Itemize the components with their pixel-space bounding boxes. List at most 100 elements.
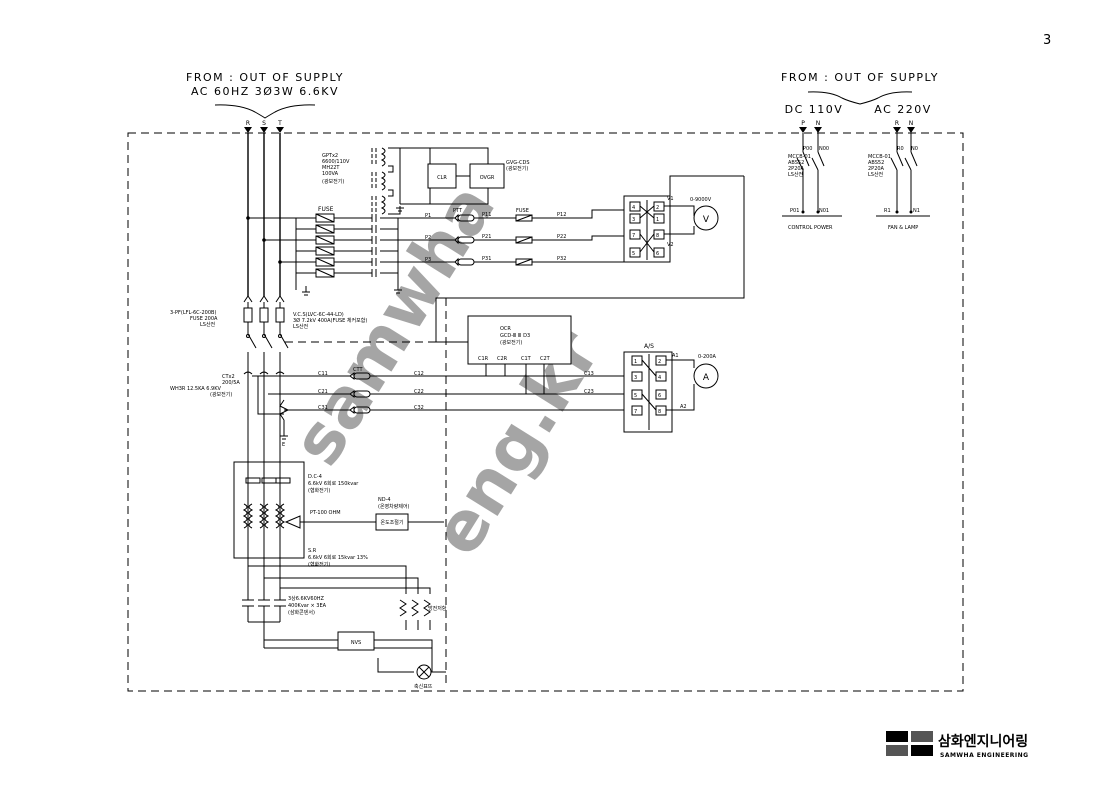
- vcs-line1: V.C.S(LVC-6C-44-LD): [293, 312, 344, 318]
- company-logo: 삼화엔지니어링 SAMWHA ENGINEERING: [886, 731, 1029, 759]
- vs-l4: 5: [632, 251, 635, 257]
- mccb-ac-line4: LS산전: [868, 171, 884, 178]
- gpt-line4: 100VA: [322, 171, 339, 177]
- sig-p2: P2: [425, 235, 431, 241]
- pf-vcs: 3-PF(LFL-6C-200B) FUSE 200A LS산전 V.C.S(L…: [170, 295, 468, 600]
- mccb-dc-n01: N01: [819, 208, 829, 214]
- mccb-dc-p01: P01: [790, 208, 799, 214]
- logo-english: SAMWHA ENGINEERING: [940, 752, 1029, 759]
- sig-p12: P12: [557, 212, 566, 218]
- gpt-line2: 6600/110V: [322, 159, 350, 165]
- ct-line1: CTx2: [222, 374, 235, 380]
- vs-r2: 1: [656, 217, 659, 223]
- ac-n-label: N: [909, 120, 914, 127]
- sr-line1: S.R: [308, 548, 317, 554]
- ocr-c1t: C1T: [521, 356, 532, 362]
- gpt-line5: (광보전기): [322, 178, 344, 185]
- sr-line2: 6.6kV 6회로 15kvar 13%: [308, 554, 368, 561]
- pt-circuits: FUSE P1 P: [248, 206, 631, 296]
- ammeter-switch: A/S 1 3 5 7 2 4 6 8 A 0-200A A1 A2: [623, 343, 719, 433]
- fuse2-label: FUSE: [516, 208, 529, 214]
- mccb-ac-n1: N1: [913, 208, 920, 214]
- cap-line3: (삼화콘덴서): [288, 609, 315, 616]
- reactor-section: D.C-4 6.6kV 6회로 150kvar (협화전기) PT-100 OH…: [233, 461, 444, 568]
- ac-r-label: R: [895, 120, 899, 127]
- ptt-label: PTT: [453, 208, 463, 214]
- mccb-dc-n00: N00: [819, 146, 829, 152]
- clr-box: [427, 163, 457, 189]
- dc4-line1: D.C-4: [308, 474, 322, 480]
- nd4-line2: (온영차량제어): [378, 503, 410, 510]
- sig-p32: P32: [557, 256, 566, 262]
- as-l2: 3: [634, 375, 637, 381]
- aux-arrows: [799, 127, 915, 133]
- pt100-label: PT-100 OHM: [310, 510, 341, 516]
- logo-block-4: [911, 745, 933, 756]
- vs-l3: 7: [632, 233, 635, 239]
- logo-block-2: [911, 731, 933, 742]
- a1-label: A1: [672, 353, 679, 359]
- mccb-ac-r0: R0: [897, 146, 904, 152]
- mccb-dc-line4: LS산전: [788, 171, 804, 178]
- dc-p-label: P: [801, 120, 805, 127]
- sig-c31: C31: [318, 405, 328, 411]
- mccb-dc-p00: P00: [803, 146, 812, 152]
- mccb-dc: MCCB-01 ABS52 2P20A LS산전 P00 N00 P01 N01…: [782, 133, 842, 231]
- sig-c21: C21: [318, 389, 328, 395]
- sig-c32: C32: [414, 405, 424, 411]
- ct-line4: (광보전기): [210, 391, 232, 398]
- supply-left-title: FROM : OUT OF SUPPLY: [186, 71, 344, 84]
- vs-r3: 8: [656, 233, 659, 239]
- vs-r4: 6: [656, 251, 659, 257]
- capacitor-section: 3상6.6KV60HZ 400Kvar × 3EA (삼화콘덴서) 방전저항 N…: [242, 565, 447, 690]
- vs-l2: 3: [632, 217, 635, 223]
- voltmeter-range: 0-9000V: [690, 197, 712, 203]
- ct-circuits: CTx2 200/5A WH3R 12.5KA 6.9KV (광보전기) CTT…: [170, 364, 636, 448]
- logo-korean: 삼화엔지니어링: [938, 733, 1028, 750]
- as-r3: 6: [658, 393, 661, 399]
- temp-controller-label: 온도조절기: [380, 519, 403, 526]
- pf-line2: FUSE 200A: [190, 316, 218, 322]
- sig-p21: P21: [482, 234, 491, 240]
- supply-left-spec: AC 60HZ 3Ø3W 6.6KV: [191, 85, 339, 98]
- supply-left-brace: [214, 104, 316, 119]
- sig-p31: P31: [482, 256, 491, 262]
- main-bus: [246, 133, 282, 296]
- ocr-relay: OCR GCD-Ⅲ Ⅲ D3 (광보전기) C1R C2R C1T C2T: [467, 315, 572, 365]
- nvs-label: NVS: [351, 640, 361, 646]
- vcs-line2: 3Ø 7.2kV 400A(FUSE 체커포함): [293, 317, 367, 324]
- as-title: A/S: [644, 343, 654, 350]
- vs-r1: 2: [656, 205, 659, 211]
- v2-label: V2: [667, 242, 674, 248]
- ocr-c2r: C2R: [497, 356, 508, 362]
- sr-line3: (협화전기): [308, 561, 330, 568]
- sig-c11: C11: [318, 371, 328, 377]
- mccb-ac-line2: ABS52: [868, 160, 884, 166]
- mccb-dc-line1: MCCB-01: [788, 154, 811, 160]
- ocr-line1: OCR: [500, 326, 511, 332]
- sig-c12: C12: [414, 371, 424, 377]
- gpt-line1: GPTx2: [322, 153, 338, 159]
- dc4-line3: (협화전기): [308, 487, 330, 494]
- logo-block-3: [886, 745, 908, 756]
- lamp-label: 축신표뜨: [414, 683, 433, 690]
- cap-line1: 3상6.6KV60HZ: [288, 595, 325, 602]
- gvg-line1: GVG-CDS: [506, 160, 530, 166]
- mccb-ac-n0: N0: [911, 146, 918, 152]
- vcs-line3: LS산전: [293, 323, 309, 330]
- phase-r-label: R: [246, 120, 250, 127]
- sig-p11: P11: [482, 212, 491, 218]
- vs-l1: 4: [632, 205, 635, 211]
- logo-block-1: [886, 731, 908, 742]
- ammeter: [693, 363, 719, 389]
- ac-supply-label: AC 220V: [874, 103, 932, 116]
- sig-p1: P1: [425, 213, 431, 219]
- nd4-line1: ND-4: [378, 497, 391, 503]
- fuse-label: FUSE: [318, 206, 334, 213]
- as-l4: 7: [634, 409, 637, 415]
- mccb-dc-line2: ABS52: [788, 160, 804, 166]
- dc-supply-label: DC 110V: [785, 103, 844, 116]
- pf-line1: 3-PF(LFL-6C-200B): [170, 310, 216, 316]
- sig-c22: C22: [414, 389, 424, 395]
